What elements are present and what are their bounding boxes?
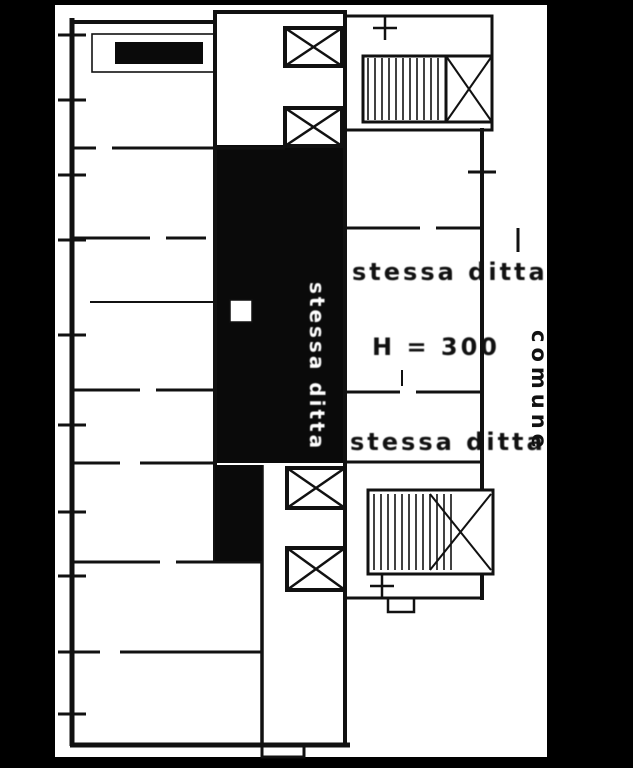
left-rooms-walls bbox=[72, 146, 262, 654]
elevator-shaft-2 bbox=[283, 106, 344, 148]
outer-walls bbox=[69, 10, 484, 759]
label-height: H = 300 bbox=[372, 333, 500, 361]
stairs-top-block bbox=[343, 14, 494, 132]
bottom-protrusion bbox=[260, 743, 306, 759]
elevator-shaft-3 bbox=[285, 466, 347, 510]
label-comune-vertical: comune bbox=[527, 330, 551, 453]
top-left-closet-fill bbox=[115, 42, 203, 64]
label-stessa-ditta-upper: stessa ditta bbox=[352, 258, 548, 286]
label-stessa-ditta-lower: stessa ditta bbox=[350, 428, 546, 456]
label-corridor-vertical: stessa ditta bbox=[305, 282, 329, 451]
annotations-layer: stessa ditta H = 300 stessa ditta comune bbox=[350, 258, 551, 456]
elevator-shafts bbox=[283, 26, 347, 592]
stairs-top-treads-box bbox=[361, 54, 451, 124]
lower-right-protrusion bbox=[386, 596, 416, 614]
stairs-top-diagonal-2 bbox=[445, 55, 493, 123]
plus-mark-bottom bbox=[370, 574, 394, 598]
corridor-shaft-opening bbox=[229, 299, 253, 323]
dimension-ticks bbox=[58, 33, 520, 716]
elevator-shaft-4 bbox=[285, 546, 347, 592]
lower-dark-block bbox=[215, 465, 262, 561]
top-left-closet-outline bbox=[91, 33, 215, 73]
stairs-top-treads bbox=[367, 58, 439, 120]
right-rooms-walls bbox=[345, 128, 482, 464]
corridor-block: stessa ditta bbox=[215, 145, 343, 561]
top-left-closet bbox=[91, 33, 215, 73]
stairs-bottom-diagonal-2 bbox=[429, 493, 492, 571]
stairs-bottom-block bbox=[366, 488, 495, 598]
elevator-shaft-1 bbox=[283, 26, 344, 68]
plus-mark-top bbox=[373, 16, 397, 40]
stairs-bottom-treads bbox=[373, 494, 452, 570]
